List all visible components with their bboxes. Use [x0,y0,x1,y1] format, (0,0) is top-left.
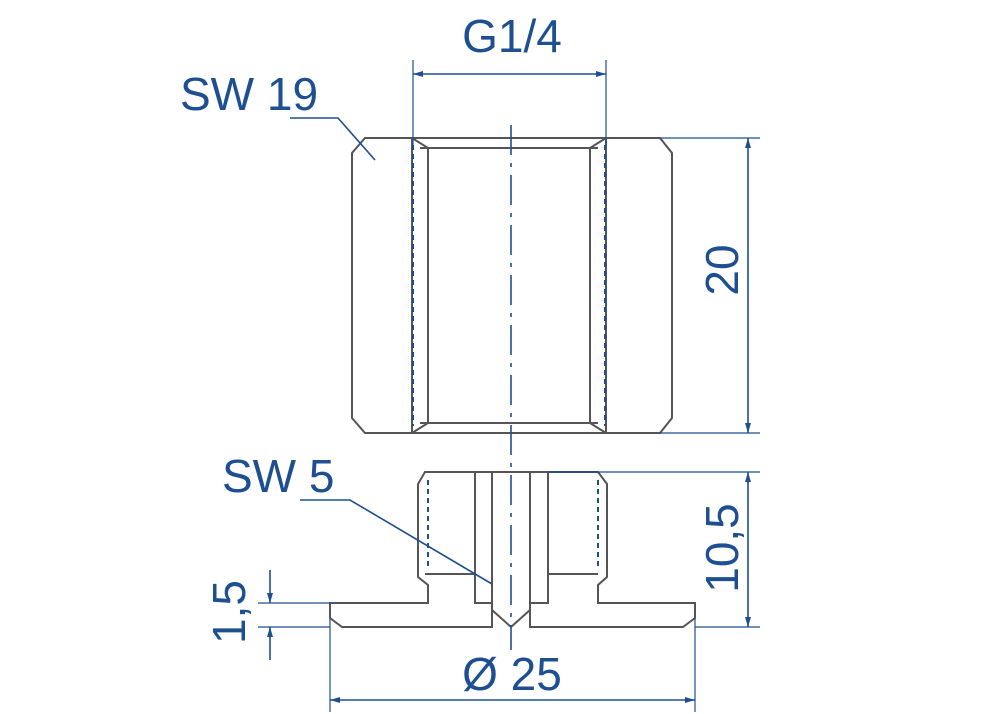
lower-stud [329,471,696,629]
leader-wrench-upper: SW 19 [180,68,376,161]
lower-left-section [329,471,493,628]
thread-label: G1/4 [462,10,562,62]
diameter-label: Ø 25 [462,648,562,700]
lower-socket-bore [475,471,548,629]
wrench-lower-label: SW 5 [222,450,334,502]
height-lower-label: 10,5 [696,503,748,593]
dimension-diameter: Ø 25 [329,618,696,712]
dimension-flange-thickness: 1,5 [203,570,330,660]
dimension-height-upper: 20 [660,137,760,434]
upper-bore-outline [411,137,607,434]
upper-hex-chamfer [420,147,598,424]
lower-right-section [529,471,696,628]
upper-left-wall-section [351,137,413,434]
dimension-height-lower: 10,5 [548,471,760,628]
wrench-upper-label: SW 19 [180,68,318,120]
height-upper-label: 20 [696,244,748,295]
upper-right-wall-section [605,137,673,434]
flange-thickness-label: 1,5 [203,580,255,644]
upper-hex-sleeve [351,137,673,434]
leader-wrench-lower: SW 5 [222,450,493,585]
dimension-thread: G1/4 [412,10,607,145]
